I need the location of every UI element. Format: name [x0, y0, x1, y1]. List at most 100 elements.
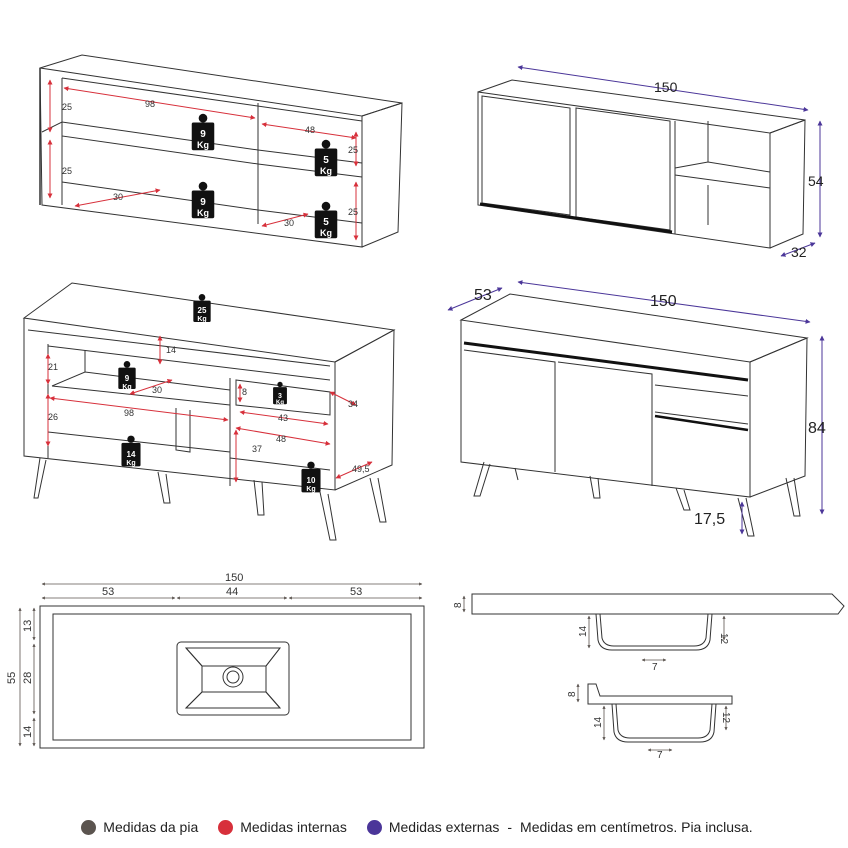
- dim-lower-21: 21: [48, 362, 58, 372]
- weight-icon: 10 Kg: [301, 461, 321, 493]
- sink-top-view: [39, 605, 425, 749]
- dim-upper-ext-height: 54: [808, 173, 824, 189]
- svg-text:5: 5: [323, 217, 329, 228]
- dim-sink-bottom: 14: [22, 726, 34, 738]
- dim-sec2-bottom: 7: [657, 750, 663, 761]
- legend-item-pia: Medidas da pia: [81, 819, 198, 835]
- dim-lower-30: 30: [152, 385, 162, 395]
- legend-label-externas: Medidas externas: [388, 819, 500, 835]
- upper-cabinet-external: [477, 79, 806, 249]
- legend-label-internas: Medidas internas: [240, 819, 347, 835]
- dim-sink-top: 13: [22, 620, 34, 632]
- dim-upper-ext-width: 150: [654, 79, 678, 95]
- dim-lower-26: 26: [48, 412, 58, 422]
- upper-weights: 9 Kg 9 Kg 5 Kg 5 Kg: [191, 113, 338, 239]
- dim-lower-43: 43: [278, 413, 288, 423]
- legend-item-externas: Medidas externas - Medidas em centímetro…: [366, 819, 753, 835]
- dim-sink-total: 150: [225, 572, 243, 584]
- legend-label-pia: Medidas da pia: [103, 819, 199, 835]
- dim-lower-37: 37: [252, 444, 262, 454]
- sink-section-2-dimensions: [576, 683, 728, 752]
- weight-icon: 5 Kg: [314, 201, 338, 239]
- dim-lower-34: 34: [348, 399, 358, 409]
- svg-text:10: 10: [307, 476, 316, 485]
- svg-text:3: 3: [278, 393, 282, 400]
- upper-internal-dimensions: [47, 79, 359, 241]
- dim-sink-depth-total: 55: [6, 672, 18, 684]
- dim-lower-49-5: 49,5: [352, 464, 370, 474]
- svg-text:Kg: Kg: [276, 400, 284, 406]
- svg-text:Kg: Kg: [197, 208, 209, 218]
- svg-text:Kg: Kg: [197, 316, 206, 323]
- sink-section-1-labels: 8 14 12 7: [453, 602, 729, 673]
- dim-lower-ext-depth: 53: [474, 287, 492, 304]
- svg-text:Kg: Kg: [320, 166, 332, 176]
- upper-external-dimensions: [517, 65, 823, 257]
- svg-text:14: 14: [127, 450, 136, 459]
- pia-color-dot: [81, 819, 97, 835]
- lower-weights: 25 Kg 9 Kg 14 Kg 3 Kg 10 Kg: [118, 294, 321, 493]
- dim-upper-side-top: 25: [348, 145, 358, 155]
- dim-sec2-thickness: 8: [567, 691, 578, 697]
- dim-sink-basin: 28: [22, 672, 34, 684]
- dim-upper-width-main: 98: [145, 99, 155, 109]
- svg-text:Kg: Kg: [122, 384, 131, 391]
- dim-sink-right: 53: [350, 586, 362, 598]
- sink-top-dimensions: [18, 582, 423, 747]
- legend: Medidas da pia Medidas internas Medidas …: [0, 812, 848, 842]
- lower-external-dimensions: [447, 280, 825, 535]
- sink-section-2-labels: 8 14 12 7: [567, 691, 731, 761]
- legend-item-internas: Medidas internas: [218, 819, 347, 835]
- upper-external-labels: 150 54 32: [654, 79, 824, 260]
- svg-text:Kg: Kg: [320, 228, 332, 238]
- svg-text:9: 9: [125, 374, 130, 383]
- dim-lower-ext-height: 84: [808, 420, 826, 437]
- dim-lower-14: 14: [166, 345, 176, 355]
- weight-icon: 14 Kg: [121, 435, 141, 467]
- sink-section-2: [587, 683, 733, 743]
- dim-sink-left: 53: [102, 586, 114, 598]
- dim-lower-98: 98: [124, 408, 134, 418]
- dim-sec1-bottom: 7: [652, 662, 658, 673]
- dim-sink-middle: 44: [226, 586, 238, 598]
- svg-text:Kg: Kg: [197, 140, 209, 150]
- internas-color-dot: [218, 819, 234, 835]
- weight-icon: 5 Kg: [314, 139, 338, 177]
- svg-text:25: 25: [198, 306, 207, 315]
- weight-icon: 25 Kg: [193, 294, 211, 323]
- upper-internal-labels: 25 25 98 48 25 25 30 30: [62, 99, 358, 228]
- legend-separator: -: [507, 819, 513, 835]
- dim-lower-ext-leg: 17,5: [694, 511, 725, 528]
- legend-note: Medidas em centímetros. Pia inclusa.: [520, 819, 753, 835]
- dim-upper-depth-right: 30: [284, 218, 294, 228]
- dim-upper-ext-depth: 32: [791, 244, 807, 260]
- dim-sec2-depth-left: 14: [593, 716, 604, 728]
- dim-lower-48: 48: [276, 434, 286, 444]
- dim-sec2-depth-right: 12: [720, 712, 731, 724]
- dim-upper-width-side: 48: [305, 125, 315, 135]
- dim-sec1-depth-right: 12: [718, 633, 729, 645]
- dim-upper-height-top: 25: [62, 102, 72, 112]
- sink-section-1: [471, 593, 845, 651]
- dim-upper-depth-left: 30: [113, 192, 123, 202]
- lower-internal-labels: 14 21 30 26 98 8 43 34 48 37 49,5: [48, 345, 370, 474]
- svg-text:Kg: Kg: [126, 460, 135, 467]
- sink-top-labels: 150 53 44 53 55 13 28 14: [6, 572, 362, 738]
- externas-color-dot: [366, 819, 382, 835]
- lower-cabinet-internal: [22, 282, 396, 541]
- dim-lower-ext-width: 150: [650, 293, 677, 310]
- dim-upper-side-bottom: 25: [348, 207, 358, 217]
- svg-text:Kg: Kg: [306, 486, 315, 493]
- sink-section-1-dimensions: [462, 595, 726, 662]
- lower-internal-dimensions: [45, 335, 373, 483]
- dim-sec1-depth-left: 14: [578, 625, 589, 637]
- weight-icon: 9 Kg: [191, 113, 215, 151]
- lower-cabinet-external: [459, 293, 809, 537]
- weight-icon: 3 Kg: [273, 381, 287, 406]
- dim-upper-height-bottom: 25: [62, 166, 72, 176]
- dim-lower-8: 8: [242, 387, 247, 397]
- weight-icon: 9 Kg: [118, 361, 136, 391]
- weight-icon: 9 Kg: [191, 181, 215, 219]
- svg-text:5: 5: [323, 155, 329, 166]
